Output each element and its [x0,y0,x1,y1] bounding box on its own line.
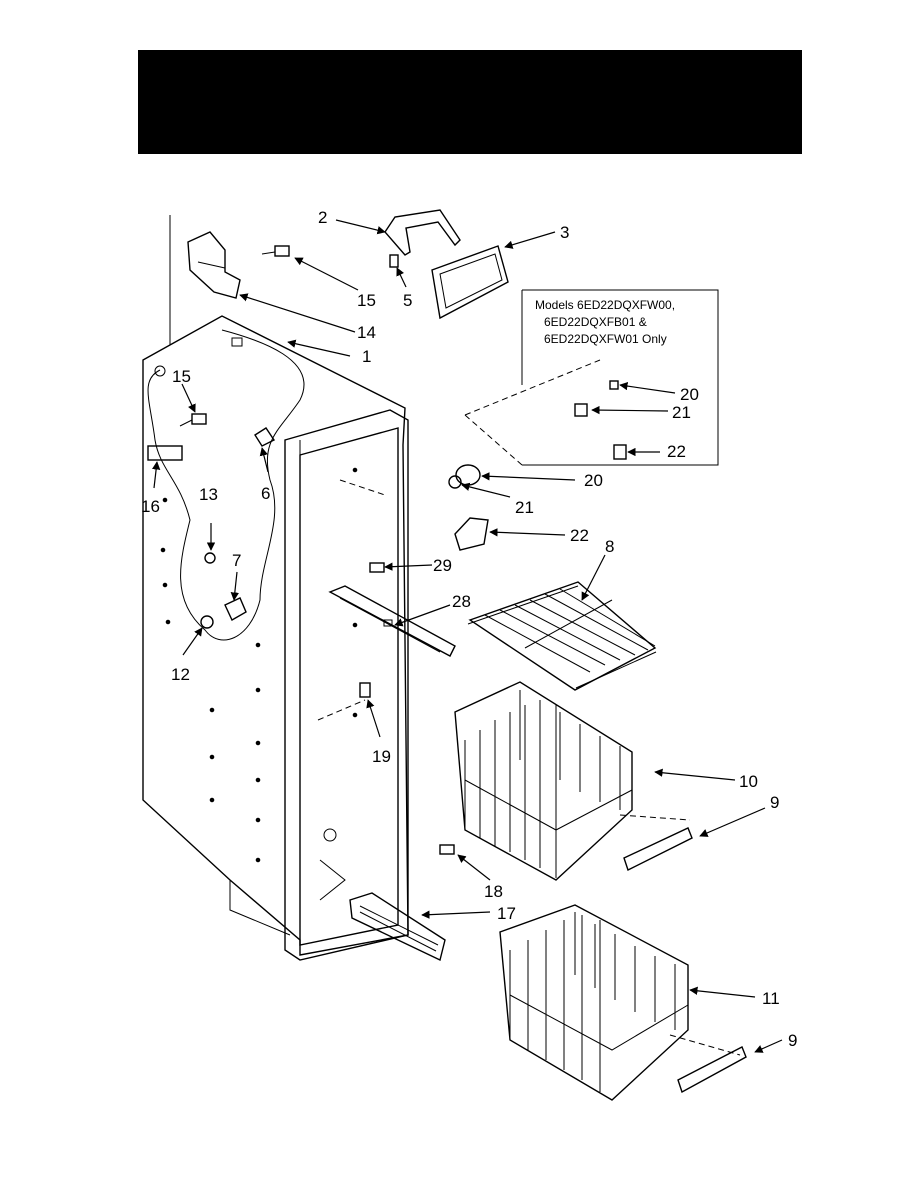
part-28-shelf-support [328,585,456,657]
part-9-rail-lower [677,1046,747,1094]
header-bar [138,50,802,154]
part-8-wire-shelf [467,581,657,691]
callout-10: 10 [739,772,758,791]
callout-15-top: 15 [357,291,376,310]
model-note-line-1: Models 6ED22DQXFW00, [535,298,675,312]
callout-6: 6 [261,484,270,503]
part-9-rail-upper [623,827,693,871]
callout-28: 28 [452,592,471,611]
callout-9-upper: 9 [770,793,779,812]
callout-2: 2 [318,208,327,227]
callout-8: 8 [605,537,614,556]
part-16-plate [147,445,183,461]
callout-20-main: 20 [584,471,603,490]
part-13-screw [204,552,216,564]
callout-21-inset: 21 [672,403,691,422]
callout-14: 14 [357,323,376,342]
part-7-fitting [224,597,247,621]
model-note-line-2: 6ED22DQXFB01 & [544,315,647,329]
part-15-screw-lower [179,413,207,427]
part-11-lower-basket [499,904,741,1101]
callout-18: 18 [484,882,503,901]
part-10-upper-basket [454,681,691,881]
part-20-knob [455,464,481,486]
part-22-damper [454,517,489,551]
callout-19: 19 [372,747,391,766]
callout-5: 5 [403,291,412,310]
callout-11: 11 [762,989,780,1008]
callout-17: 17 [497,904,516,923]
callout-9-lower: 9 [788,1031,797,1050]
part-15-screw [261,245,290,257]
callout-7: 7 [232,551,241,570]
model-note-line-3: 6ED22DQXFW01 Only [544,332,667,346]
callout-21-main: 21 [515,498,534,517]
part-29-screw [369,562,385,573]
part-14-bracket [187,231,241,299]
callout-12: 12 [171,665,190,684]
leader-lines [151,219,783,1053]
callout-20-inset: 20 [680,385,699,404]
callout-16: 16 [141,497,160,516]
part-18-screw [439,844,455,855]
model-inset-box [464,289,719,466]
callout-1: 1 [362,347,371,366]
part-6-clip [254,427,276,447]
callout-22-inset: 22 [667,442,686,461]
part-12-connector [200,615,214,629]
part-17-grille [349,892,446,962]
part-3-cover [431,245,509,320]
callout-29: 29 [433,556,452,575]
part-21-knob-stem [448,475,462,489]
callout-3: 3 [560,223,569,242]
callout-22-main: 22 [570,526,589,545]
part-2-hinge [384,209,461,268]
callout-13: 13 [199,485,218,504]
part-19-clip [359,682,371,698]
callout-15-lower: 15 [172,367,191,386]
